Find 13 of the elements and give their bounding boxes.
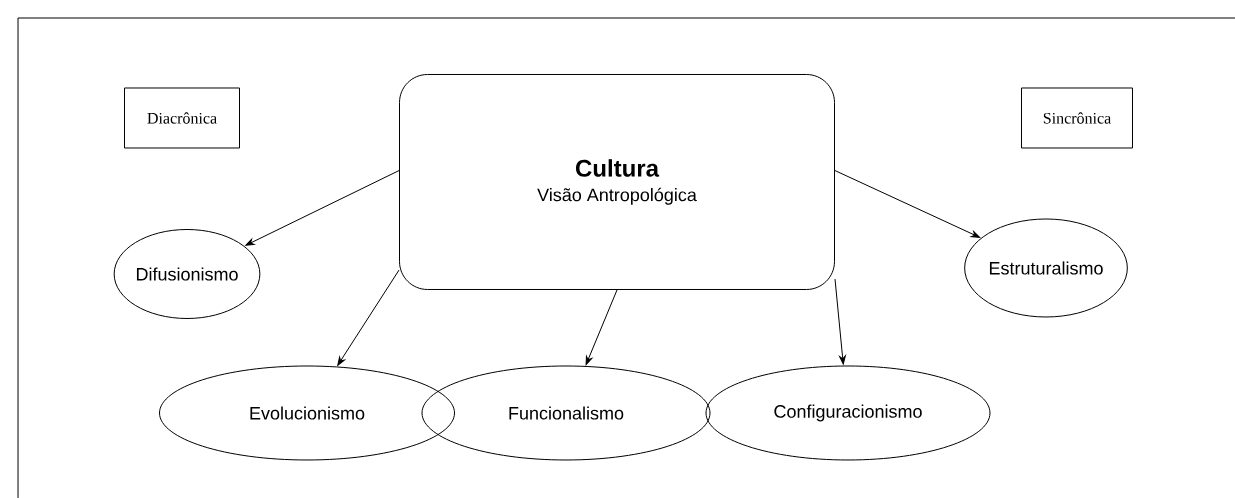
ellipse-node: Configuracionismo (705, 365, 991, 461)
arrow (337, 269, 400, 366)
arrow (245, 170, 400, 246)
ellipse-node: Difusionismo (113, 229, 261, 319)
ellipse-node: Evolucionismo (159, 365, 455, 461)
arrow (585, 289, 618, 366)
ellipse-node: Funcionalismo (421, 365, 711, 461)
arrow (834, 170, 981, 238)
label-box: Diacrônica (124, 87, 240, 149)
label-box: Sincrônica (1021, 87, 1133, 149)
arrow (834, 278, 846, 365)
rounded-box: Cultura Visão Antropológica (399, 74, 835, 290)
ellipse-node: Estruturalismo (964, 218, 1128, 318)
